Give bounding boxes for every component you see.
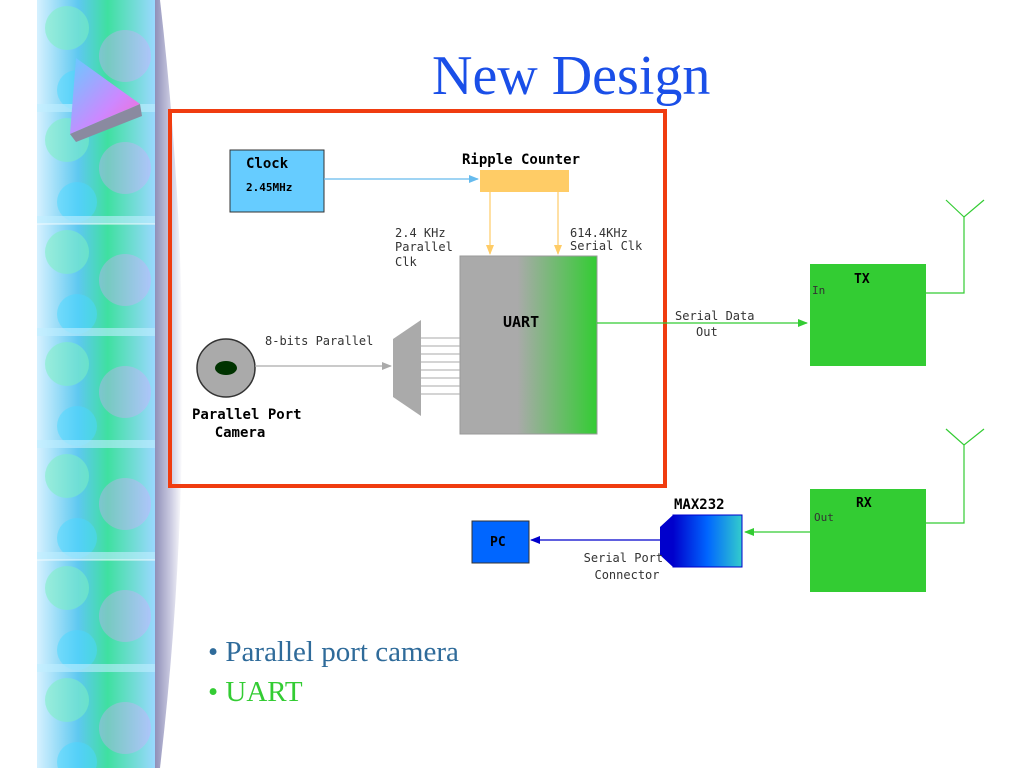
serial-clk-line: 614.4KHz (570, 226, 628, 240)
bullet-item: • UART (208, 672, 459, 712)
uart-label: UART (503, 313, 539, 331)
pc-label: PC (490, 535, 506, 550)
serial-clk-label: 614.4KHz Serial Clk (570, 226, 643, 253)
bullet-text: Parallel port camera (225, 636, 459, 668)
parallel-clk-line: Clk (395, 255, 417, 269)
serial-port-connector-line: Connector (594, 568, 659, 582)
ripple-counter-label: Ripple Counter (462, 152, 580, 168)
clock-label: Clock (246, 156, 289, 172)
clock-block (229, 149, 325, 213)
rx-antenna-icon (926, 428, 985, 524)
max232-label: MAX232 (674, 497, 725, 513)
serial-port-connector-label: Serial Port Connector (584, 551, 671, 582)
design-boundary-frame (168, 109, 667, 488)
tx-port-label: In (812, 284, 825, 297)
parallel-clk-line: 2.4 KHz (395, 226, 446, 240)
tx-label: TX (854, 272, 870, 287)
tx-antenna-icon (926, 199, 985, 294)
ripple-counter-block (480, 170, 569, 192)
uart-block (459, 255, 598, 435)
rx-port-label: Out (814, 511, 834, 524)
bullet-glyph: • (208, 676, 219, 708)
pc-block (471, 520, 530, 564)
parallel-clk-label: 2.4 KHz Parallel Clk (395, 226, 460, 269)
bullet-item: • Parallel port camera (208, 632, 459, 672)
parallel-clk-line: Parallel (395, 240, 453, 254)
serial-port-connector-icon (660, 515, 673, 567)
rx-label: RX (856, 496, 872, 511)
max232-block (672, 514, 743, 568)
triangle-logo-icon (70, 58, 142, 142)
camera-label-line: Parallel Port (192, 407, 302, 423)
serial-clk-line: Serial Clk (570, 239, 643, 253)
parallel-bus-mux (393, 320, 421, 416)
serial-data-out-label: Serial Data Out (675, 309, 762, 339)
bullet-text: UART (225, 676, 303, 708)
rx-block (810, 489, 926, 592)
camera-label-line: Camera (215, 425, 266, 441)
tx-block (810, 264, 926, 366)
camera-label: Parallel Port Camera (192, 407, 310, 441)
bullet-glyph: • (208, 636, 219, 668)
slide-title: New Design (432, 45, 710, 107)
eight-bits-label: 8-bits Parallel (265, 334, 373, 348)
bullet-list: • Parallel port camera • UART (208, 632, 459, 712)
serial-port-connector-line: Serial Port (584, 551, 663, 565)
parallel-bus-lines (421, 337, 460, 395)
clock-frequency: 2.45MHz (246, 181, 292, 194)
serial-data-out-line: Serial Data (675, 309, 754, 323)
serial-data-out-line: Out (696, 325, 718, 339)
camera-lens-icon (215, 361, 237, 375)
